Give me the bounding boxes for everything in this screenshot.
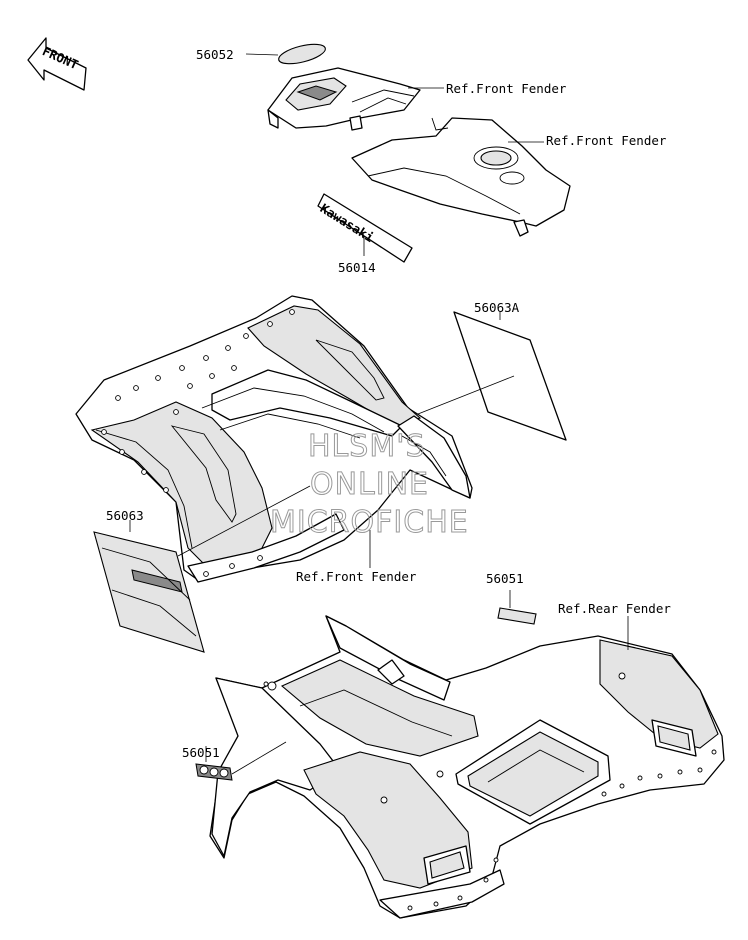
part-56052-decal: 56052 bbox=[196, 43, 326, 65]
watermark-line1: HLSM'S bbox=[308, 429, 426, 464]
label-56063A: 56063A bbox=[474, 300, 520, 315]
watermark: HLSM'S ONLINE MICROFICHE bbox=[270, 429, 469, 541]
label-56051-top: 56051 bbox=[486, 571, 524, 586]
front-fender-lower-part: Ref.Front Fender bbox=[351, 117, 667, 237]
watermark-line2: ONLINE bbox=[310, 467, 429, 502]
part-56051-bottom-decal: 56051 bbox=[182, 741, 287, 781]
front-fender-cover-part: Ref.Front Fender bbox=[267, 67, 567, 131]
front-arrow-icon: FRONT bbox=[27, 37, 87, 91]
label-56014: 56014 bbox=[338, 260, 376, 275]
part-56063-decal: 56063 bbox=[93, 485, 311, 653]
watermark-line3: MICROFICHE bbox=[270, 505, 469, 540]
label-ref-rear-fender: Ref.Rear Fender bbox=[558, 601, 671, 616]
front-fender-assembly: Ref.Front Fender bbox=[75, 295, 473, 584]
part-56051-top-decal: 56051 bbox=[486, 571, 537, 625]
label-ref-front-fender-2: Ref.Front Fender bbox=[546, 133, 667, 148]
label-56051-bottom: 56051 bbox=[182, 745, 220, 760]
part-56063A-decal: 56063A bbox=[417, 300, 567, 441]
rear-fender-assembly: Ref.Rear Fender bbox=[209, 601, 725, 919]
label-56063: 56063 bbox=[106, 508, 144, 523]
label-56052: 56052 bbox=[196, 47, 234, 62]
label-ref-front-fender-3: Ref.Front Fender bbox=[296, 569, 417, 584]
label-ref-front-fender-1: Ref.Front Fender bbox=[446, 81, 567, 96]
part-56014-kawasaki-decal: Kawasaki 56014 bbox=[317, 193, 413, 275]
